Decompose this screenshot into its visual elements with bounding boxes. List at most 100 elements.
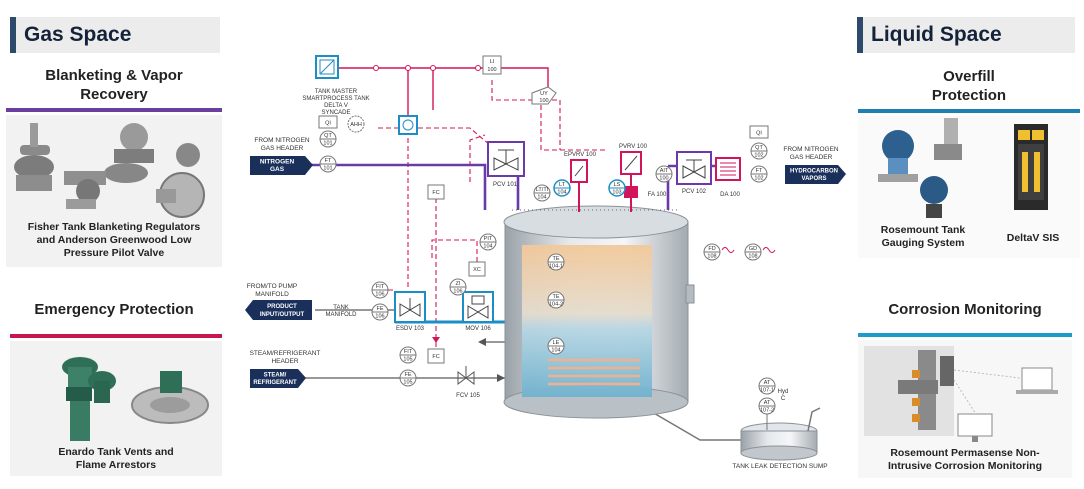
pvrv-label: PVRV 100 bbox=[619, 144, 648, 150]
uy100-top: UY bbox=[540, 91, 548, 97]
corrosion-caption-line2: Intrusive Corrosion Monitoring bbox=[888, 460, 1042, 472]
gd108-top: GD bbox=[749, 246, 757, 252]
tank-master-icon bbox=[315, 55, 339, 79]
blanketing-title: Blanketing & Vapor Recovery bbox=[6, 66, 222, 104]
overfill-illustration bbox=[878, 118, 1048, 218]
nitrogen-gas-line2: GAS bbox=[270, 166, 285, 173]
fe105-bottom: 105 bbox=[403, 380, 412, 386]
storage-tank bbox=[503, 205, 695, 419]
zi106-instrument: ZI 106 bbox=[449, 278, 467, 296]
ft102-bottom: 102 bbox=[754, 176, 763, 182]
fe105-instrument: FE 105 bbox=[399, 369, 417, 387]
te104-1-instrument: TE 104-1 bbox=[547, 253, 565, 271]
overfill-caption-a-line2: Gauging System bbox=[881, 237, 965, 249]
epvrv-label: EPVRV 100 bbox=[564, 152, 597, 158]
steam-refrigerant-tag: STEAM/ REFRIGERANT bbox=[250, 369, 306, 388]
ft101-bottom: 101 bbox=[323, 166, 332, 172]
radar-gauge bbox=[878, 130, 918, 182]
deltav-sis-module bbox=[1014, 124, 1048, 210]
steam-header-line1: STEAM/REFRIGERANT bbox=[250, 350, 321, 357]
enardo-vent-2 bbox=[88, 371, 116, 403]
le104-top: LE bbox=[553, 340, 560, 346]
instrument-bubbles: QI QT 101 AHH FT 101 LI 100 UY 100 bbox=[318, 55, 776, 430]
ft101-instrument: FT 101 bbox=[319, 155, 337, 173]
at107-1-bottom: 107-1 bbox=[760, 388, 774, 394]
from-nitrogen-right-line2: GAS HEADER bbox=[790, 154, 833, 161]
le104-instrument: LE 104 bbox=[547, 337, 565, 355]
heating-coils bbox=[548, 358, 640, 386]
fc-mid-instrument: FC bbox=[427, 337, 445, 364]
fit105-instrument: FIT 105 bbox=[399, 346, 417, 364]
fc-mid-label: FC bbox=[432, 354, 439, 360]
da-arrestor: DA 100 bbox=[715, 157, 741, 198]
from-nitrogen-right-line1: FROM NITROGEN bbox=[783, 146, 839, 153]
corrosion-image: Rosemount Permasense Non- Intrusive Corr… bbox=[858, 340, 1072, 478]
pit104-top: PIT bbox=[484, 236, 493, 242]
tank-manifold-line1: TANK bbox=[333, 305, 349, 311]
at107-1-top: AT bbox=[764, 380, 771, 386]
pvrv-valve: PVRV 100 FA 100 bbox=[619, 144, 667, 212]
zi106-bottom: 106 bbox=[453, 289, 462, 295]
corrosion-illustration bbox=[864, 346, 1058, 442]
te104-1-top: TE bbox=[552, 256, 559, 262]
fcv105-valve: FCV 105 bbox=[456, 366, 480, 399]
corrosion-caption: Rosemount Permasense Non- Intrusive Corr… bbox=[858, 447, 1072, 473]
tank-master-line2: SMARTPROCESS TANK bbox=[302, 96, 369, 102]
xc-label: XC bbox=[473, 267, 481, 273]
signal-dots bbox=[373, 65, 481, 71]
overfill-title: Overfill Protection bbox=[858, 67, 1080, 105]
ahh-instrument: AHH bbox=[347, 115, 365, 133]
overfill-caption-a-line1: Rosemount Tank bbox=[880, 224, 966, 236]
pilot-valve bbox=[156, 143, 205, 218]
fd108-top: FD bbox=[708, 246, 715, 252]
laptop bbox=[1016, 367, 1058, 394]
li100-bottom: 100 bbox=[487, 67, 496, 73]
hyd-c-line2: C bbox=[781, 396, 786, 402]
from-nitrogen-left-line2: GAS HEADER bbox=[261, 145, 304, 152]
qt102-top: QT bbox=[755, 145, 763, 151]
corrosion-rule bbox=[858, 333, 1072, 337]
from-nitrogen-left-line1: FROM NITROGEN bbox=[254, 137, 310, 144]
regulators-illustration bbox=[14, 123, 205, 218]
monitor bbox=[957, 413, 993, 442]
steam-refrigerant-line1: STEAM/ bbox=[264, 373, 287, 379]
at107-2-bottom: 107-2 bbox=[760, 408, 774, 414]
corrosion-title: Corrosion Monitoring bbox=[888, 301, 1042, 318]
li100-instrument: LI 100 bbox=[482, 55, 502, 75]
pid-diagram: NITROGEN GAS HYDROCARBON VAPORS PRODUCT … bbox=[245, 55, 846, 470]
ahh-label: AHH bbox=[350, 122, 362, 128]
lt104-bottom: 104 bbox=[557, 190, 566, 196]
ls103-top: LS bbox=[614, 182, 621, 188]
tank-manifold-line2: MANIFOLD bbox=[325, 312, 357, 318]
emergency-caption-line1: Enardo Tank Vents and bbox=[58, 446, 174, 458]
ft102-top: FT bbox=[756, 168, 763, 174]
fc-top-label: FC bbox=[432, 190, 439, 196]
emergency-caption-line2: Flame Arrestors bbox=[75, 459, 157, 471]
hydrocarbon-vapors-line2: VAPORS bbox=[802, 176, 827, 182]
emergency-caption: Enardo Tank Vents and Flame Arrestors bbox=[10, 446, 222, 472]
fc-top-instrument: FC bbox=[427, 184, 445, 200]
fe105-top: FE bbox=[404, 372, 411, 378]
mov106-label: MOV 106 bbox=[465, 326, 491, 332]
epvrv-valve: EPVRV 100 bbox=[564, 152, 597, 212]
hydrocarbon-vapors-tag: HYDROCARBON VAPORS bbox=[785, 165, 846, 184]
pcv102-valve: PCV 102 bbox=[676, 151, 712, 195]
gd108-instrument: GD 108 bbox=[744, 243, 776, 261]
fit105-bottom: 105 bbox=[403, 357, 412, 363]
regulator-1 bbox=[14, 123, 54, 191]
pcv101-valve: PCV 101 bbox=[487, 141, 525, 188]
blanketing-image: Fisher Tank Blanketing Regulators and An… bbox=[6, 115, 222, 267]
lt104-top: LT bbox=[559, 182, 566, 188]
signal-lines bbox=[329, 60, 549, 120]
emergency-rule bbox=[10, 334, 222, 338]
fcv105-label: FCV 105 bbox=[456, 393, 480, 399]
vents-illustration bbox=[62, 357, 209, 441]
flow-arrows bbox=[478, 338, 505, 382]
ft101-top: FT bbox=[325, 158, 332, 164]
at107-2-top: AT bbox=[764, 400, 771, 406]
from-to-pump-line2: MANIFOLD bbox=[255, 291, 289, 298]
qi101-label: QI bbox=[325, 121, 331, 127]
qi102-instrument: QI QT 102 bbox=[749, 125, 769, 160]
qt101-top: QT bbox=[324, 133, 332, 139]
zi106-top: ZI bbox=[456, 281, 461, 287]
